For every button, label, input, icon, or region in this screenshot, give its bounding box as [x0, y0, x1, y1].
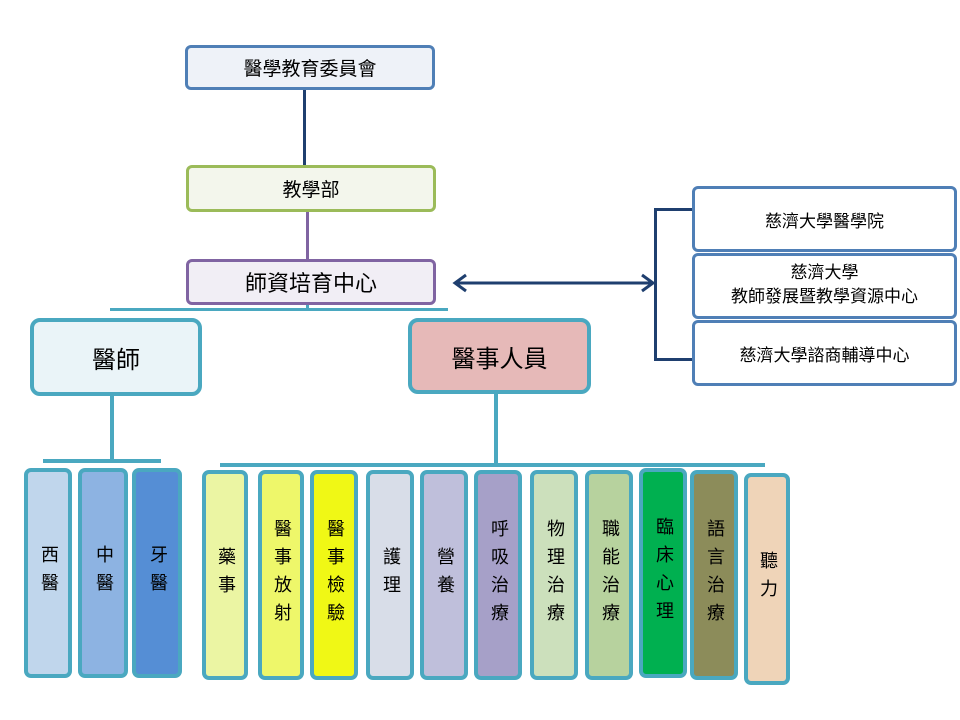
node-committee: 醫學教育委員會	[185, 45, 435, 90]
partner-faculty-development-center: 慈濟大學 教師發展暨教學資源中心	[692, 253, 957, 319]
connector-allied-bar	[220, 463, 765, 467]
connector-allied-down	[494, 392, 498, 464]
node-teaching-dept-label: 教學部	[282, 179, 340, 201]
partner-fdc-label-line1: 慈濟大學	[790, 263, 859, 284]
connector-center-split	[110, 308, 448, 311]
physician-type-label: 西醫	[38, 545, 59, 601]
node-teaching-dept: 教學部	[186, 165, 436, 212]
allied-type-label: 藥事	[215, 547, 236, 603]
node-allied-health: 醫事人員	[408, 318, 591, 394]
connector-center-drop	[306, 303, 309, 311]
allied-type-label: 職能治療	[599, 519, 620, 631]
node-faculty-center-label: 師資培育中心	[244, 272, 377, 297]
allied-type-label: 語言治療	[704, 519, 725, 631]
allied-type-6: 呼吸治療	[474, 470, 522, 680]
allied-type-label: 醫事檢驗	[324, 519, 345, 631]
physician-type-1: 西醫	[24, 468, 72, 678]
allied-type-4: 護理	[366, 470, 414, 680]
partner-bracket-top	[654, 208, 694, 211]
partner-bracket-vertical	[654, 208, 657, 361]
allied-type-2: 醫事放射	[258, 470, 304, 680]
allied-type-8: 職能治療	[585, 470, 633, 680]
partner-school-of-medicine: 慈濟大學醫學院	[692, 186, 957, 252]
allied-type-label: 呼吸治療	[488, 519, 509, 631]
allied-type-10: 語言治療	[690, 470, 738, 680]
node-allied-health-label: 醫事人員	[451, 344, 548, 373]
allied-type-3: 醫事檢驗	[310, 470, 358, 680]
node-physicians: 醫師	[30, 318, 202, 396]
node-committee-label: 醫學教育委員會	[243, 58, 377, 80]
allied-type-label: 營養	[434, 547, 455, 603]
partner-counseling-center-label: 慈濟大學諮商輔導中心	[739, 345, 910, 366]
allied-type-9: 臨床心理	[639, 468, 687, 678]
physician-type-3: 牙醫	[132, 468, 182, 678]
physician-type-label: 中醫	[93, 545, 114, 601]
partner-school-of-medicine-label: 慈濟大學醫學院	[765, 211, 884, 232]
node-faculty-center: 師資培育中心	[186, 259, 436, 305]
allied-type-1: 藥事	[202, 470, 248, 680]
allied-type-7: 物理治療	[530, 470, 578, 680]
physician-type-label: 牙醫	[147, 545, 168, 601]
partner-fdc-label-line2: 教師發展暨教學資源中心	[731, 287, 918, 307]
connector-committee-dept	[303, 90, 306, 165]
connector-physicians-down	[110, 394, 114, 460]
allied-type-label: 物理治療	[544, 519, 565, 631]
allied-type-label: 醫事放射	[271, 519, 292, 631]
partner-bracket-bottom	[654, 358, 694, 361]
node-physicians-label: 醫師	[92, 345, 140, 374]
connector-physicians-bar	[43, 459, 161, 463]
partner-counseling-center: 慈濟大學諮商輔導中心	[692, 320, 957, 386]
bidirectional-arrow-icon	[452, 273, 656, 293]
physician-type-2: 中醫	[78, 468, 128, 678]
allied-type-label: 護理	[380, 547, 401, 603]
connector-dept-center	[306, 212, 309, 260]
allied-type-5: 營養	[420, 470, 468, 680]
allied-type-label: 聽力	[757, 551, 778, 607]
allied-type-label: 臨床心理	[653, 517, 674, 629]
allied-type-11: 聽力	[744, 473, 790, 685]
